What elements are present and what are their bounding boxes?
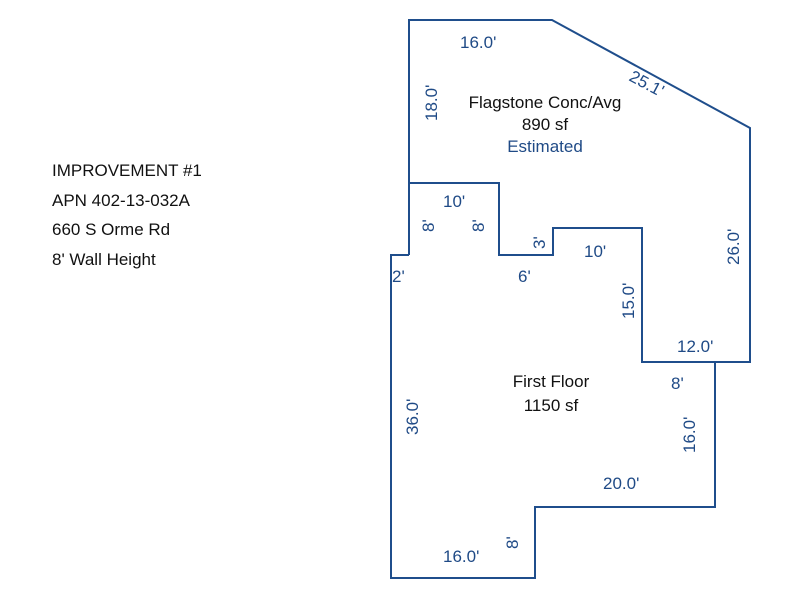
- patio-outline: [408, 19, 751, 363]
- patio-dim-8-right: 8': [469, 219, 488, 232]
- floor-dim-20: 20.0': [603, 474, 639, 493]
- patio-dim-10: 10': [584, 242, 606, 261]
- patio-dim-left: 18.0': [422, 85, 441, 121]
- patio-name: Flagstone Conc/Avg: [469, 93, 622, 112]
- floor-dim-8-right: 8': [671, 374, 684, 393]
- first-floor-area: 1150 sf: [524, 396, 579, 415]
- first-floor-name: First Floor: [513, 372, 590, 391]
- patio-dim-right: 26.0': [724, 229, 743, 265]
- improvement-title: IMPROVEMENT #1: [52, 161, 202, 180]
- patio-dim-6: 6': [518, 267, 531, 286]
- patio-dim-diagonal: 25.1': [626, 67, 667, 101]
- apn: APN 402-13-032A: [52, 190, 190, 210]
- patio-dim-inner: 15.0': [619, 283, 638, 319]
- patio-dim-3: 3': [530, 236, 549, 249]
- address: 660 S Orme Rd: [52, 220, 171, 239]
- patio-area: 890 sf: [522, 115, 569, 134]
- floor-dim-8-bottom: 8': [503, 536, 522, 549]
- improvement-info: IMPROVEMENT #1 APN 402-13-032A 660 S Orm…: [52, 156, 202, 274]
- floor-dim-left: 36.0': [403, 399, 422, 435]
- floor-dim-bottom: 16.0': [443, 547, 479, 566]
- first-floor-outline: [390, 254, 716, 579]
- patio-dim-8-left: 8': [419, 219, 438, 232]
- wall-height: 8' Wall Height: [52, 249, 156, 269]
- floor-dim-16-right: 16.0': [680, 417, 699, 453]
- patio-dim-top: 16.0': [460, 33, 496, 52]
- patio-dim-bottom: 12.0': [677, 337, 713, 356]
- floor-dim-2: 2': [392, 267, 405, 286]
- patio-dim-10-top: 10': [443, 192, 465, 211]
- patio-estimated: Estimated: [507, 137, 583, 156]
